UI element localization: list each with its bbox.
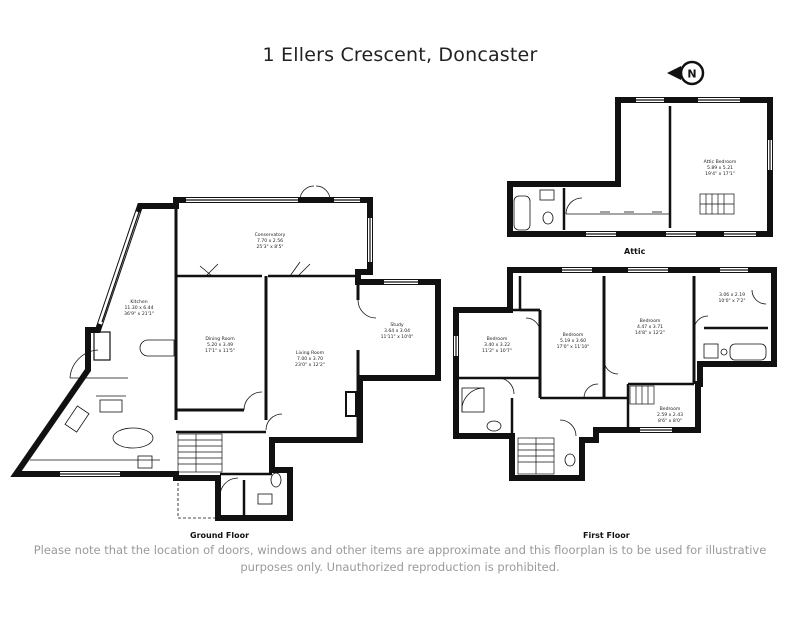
kitchen-name: Kitchen	[130, 299, 147, 305]
ground-floor-outline	[10, 197, 441, 521]
bed-c-dims: 4.47 x 3.71	[637, 324, 663, 330]
bed-d-imperial: 10'0" x 7'2"	[718, 298, 745, 304]
dining-name: Dining Room	[205, 336, 235, 342]
attic-outline	[507, 97, 773, 237]
attic-plan	[507, 97, 773, 237]
study-name: Study	[390, 322, 404, 328]
ground-floor-room-labels: Kitchen 11.30 x 6.44 36'9" x 21'1" Conse…	[124, 232, 413, 368]
kitchen-imperial: 36'9" x 21'1"	[124, 311, 154, 317]
compass-icon: N	[667, 60, 705, 86]
kitchen-dims: 11.30 x 6.44	[124, 305, 153, 311]
compass-letter: N	[687, 68, 696, 81]
conservatory-dims: 7.70 x 2.56	[257, 238, 283, 244]
page-title: 1 Ellers Crescent, Doncaster	[262, 44, 538, 66]
living-dims: 7.00 x 3.70	[297, 356, 323, 362]
living-imperial: 23'0" x 12'2"	[295, 362, 325, 368]
first-floor-plan	[453, 267, 777, 481]
bed-e-name: Bedroom	[660, 406, 681, 412]
attic-bed-imperial: 19'4" x 17'1"	[705, 171, 735, 177]
attic-label: Attic	[624, 247, 646, 256]
first-floor-room-labels: Bedroom 3.40 x 3.22 11'2" x 10'7" Bedroo…	[482, 292, 745, 424]
first-floor-label: First Floor	[583, 531, 630, 540]
study-imperial: 11'11" x 10'0"	[381, 334, 414, 340]
bed-e-dims: 2.59 x 2.43	[657, 412, 683, 418]
attic-room-labels: Attic Bedroom 5.89 x 5.21 19'4" x 17'1"	[704, 159, 737, 177]
bed-b-name: Bedroom	[563, 332, 584, 338]
bed-b-imperial: 17'0" x 11'10"	[557, 344, 590, 350]
study-dims: 3.64 x 3.04	[384, 328, 410, 334]
attic-bed-name: Attic Bedroom	[704, 159, 737, 165]
ground-floor-plan	[10, 185, 441, 521]
dining-dims: 5.20 x 3.49	[207, 342, 233, 348]
bed-a-dims: 3.40 x 3.22	[484, 342, 510, 348]
bed-c-name: Bedroom	[640, 318, 661, 324]
bed-e-imperial: 8'6" x 8'0"	[658, 418, 682, 424]
ground-floor-label: Ground Floor	[190, 531, 250, 540]
dining-imperial: 17'1" x 11'5"	[205, 348, 235, 354]
bed-c-imperial: 14'8" x 12'2"	[635, 330, 665, 336]
conservatory-name: Conservatory	[255, 232, 286, 238]
first-floor-outline	[453, 267, 777, 481]
bed-a-name: Bedroom	[487, 336, 508, 342]
bed-d-dims: 3.06 x 2.19	[719, 292, 745, 298]
disclaimer-text: Please note that the location of doors, …	[33, 543, 767, 574]
bed-a-imperial: 11'2" x 10'7"	[482, 348, 512, 354]
attic-bed-dims: 5.89 x 5.21	[707, 165, 733, 171]
living-name: Living Room	[296, 350, 325, 356]
bed-b-dims: 5.19 x 3.60	[560, 338, 586, 344]
conservatory-imperial: 25'3" x 8'5"	[256, 244, 283, 250]
